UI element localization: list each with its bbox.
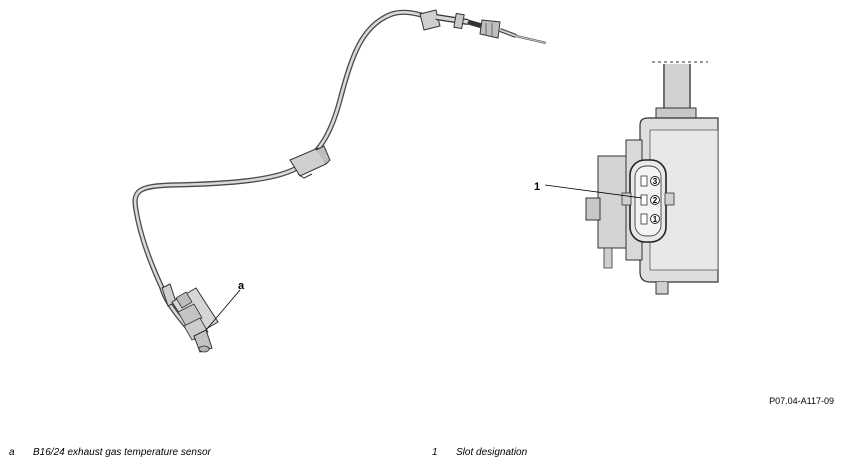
sensor-connector	[161, 283, 219, 353]
legend-item-a: a B16/24 exhaust gas temperature sensor	[9, 447, 211, 458]
pin-3: 3	[640, 175, 660, 187]
sensor-probe	[419, 9, 547, 45]
legend-key: a	[9, 447, 15, 458]
cable-clip	[289, 145, 331, 179]
legend-text: B16/24 exhaust gas temperature sensor	[33, 447, 211, 458]
callout-a-label: a	[238, 280, 245, 292]
connector-detail: 3 2 1	[585, 61, 719, 295]
callout-1-label: 1	[534, 181, 540, 193]
legend-item-1: 1 Slot designation	[432, 447, 527, 458]
pin-2: 2	[640, 194, 660, 206]
legend-text: Slot designation	[456, 447, 528, 458]
callout-1: 1	[534, 181, 643, 199]
sensor-cable	[132, 9, 431, 343]
pin-3-label: 3	[653, 177, 658, 186]
pin-2-label: 2	[653, 196, 658, 205]
figure-id: P07.04-A117-09	[769, 396, 834, 406]
callout-a: a	[205, 280, 245, 331]
legend-key: 1	[432, 447, 438, 458]
pin-1-label: 1	[653, 215, 658, 224]
pin-1: 1	[640, 213, 660, 225]
